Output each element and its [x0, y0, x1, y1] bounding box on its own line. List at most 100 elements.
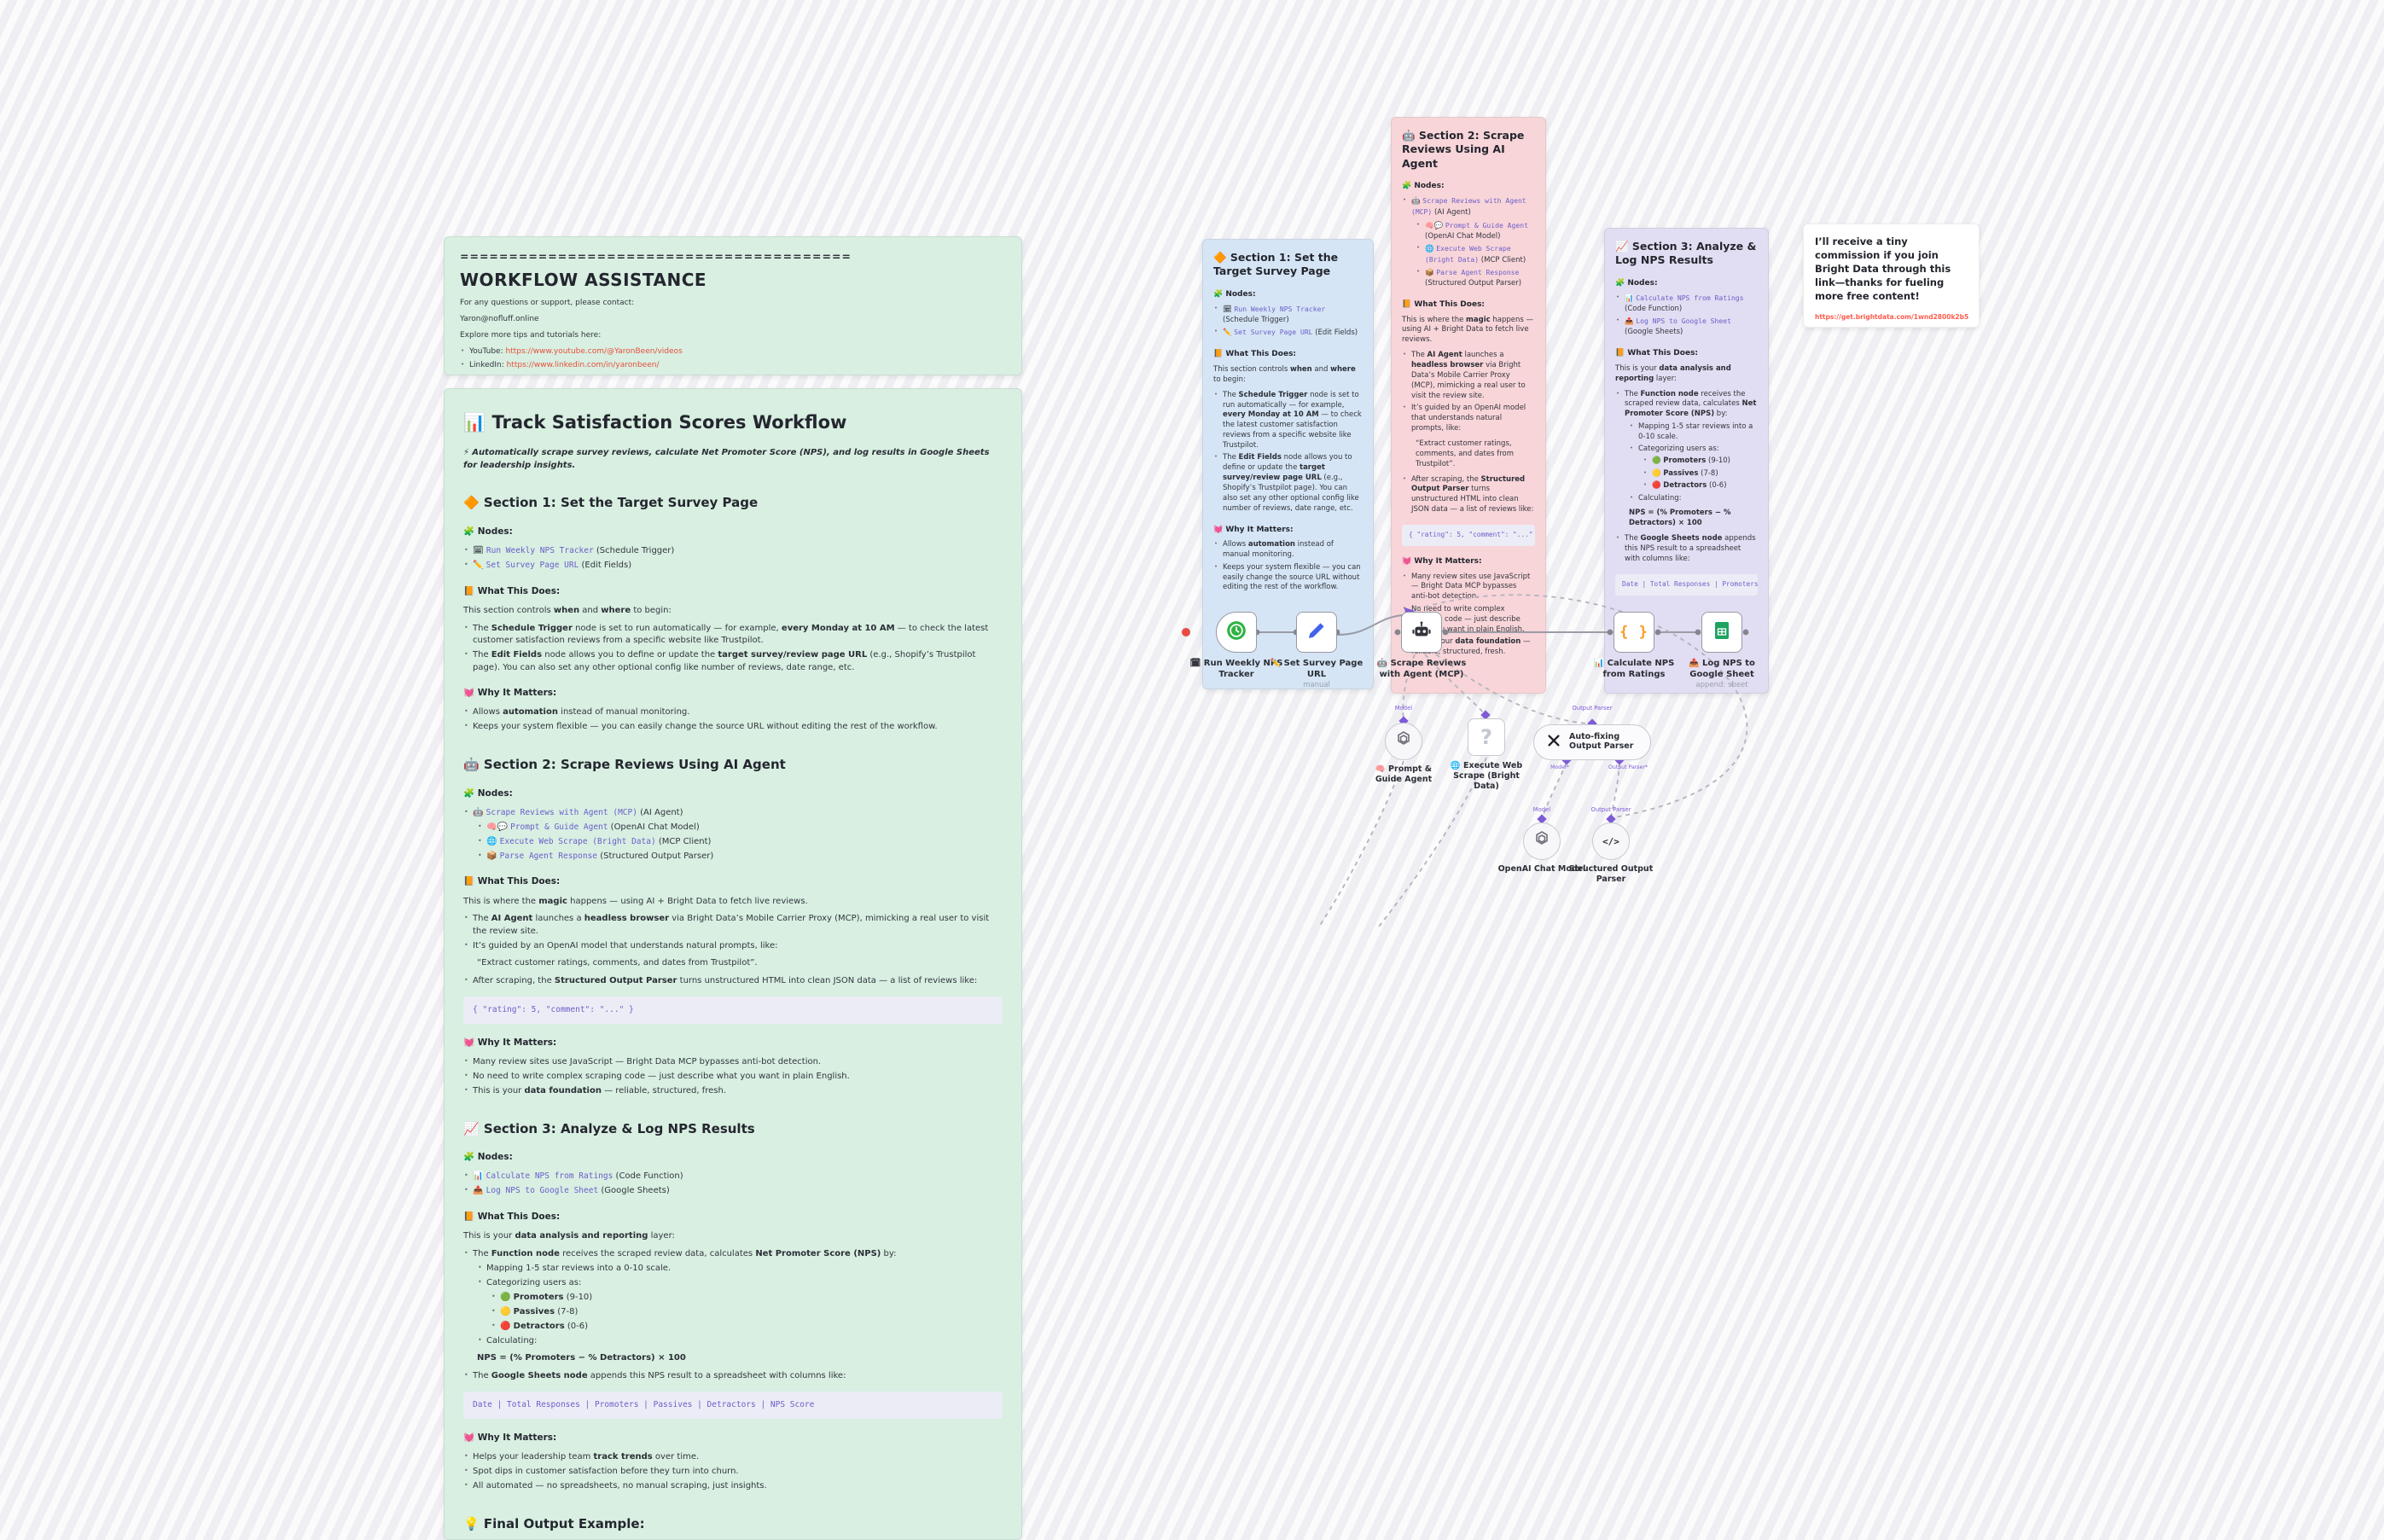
note-block-eq2: ========================================	[475, 373, 1006, 375]
note-block-li: Many review sites use JavaScript — Brigh…	[1402, 572, 1535, 603]
port-label-output-parser-required: Output Parser*	[1608, 764, 1648, 770]
note-block-h2: 🤖 Section 2: Scrape Reviews Using AI Age…	[1402, 129, 1525, 170]
note-block-h3: 📙 What This Does:	[463, 1211, 561, 1222]
google-sheets-icon	[1712, 620, 1732, 644]
note-block-h2: 🔶 Section 1: Set the Target Survey Page	[463, 495, 759, 511]
subnode-label-execute-web-scrape: 🌐 Execute Web Scrape (Bright Data)	[1450, 761, 1523, 791]
note-block-li: Keeps your system flexible — you can eas…	[463, 721, 1003, 734]
pencil-icon	[1306, 620, 1327, 644]
node-label-edit-fields: ✏️ Set Survey Page URL manual	[1270, 659, 1364, 689]
subnode-autofixing-output-parser[interactable]: Auto-fixing Output Parser	[1533, 724, 1651, 760]
note-block-h3: 📙 What This Does:	[1615, 349, 1699, 358]
note-block-eq: ========================================	[460, 250, 852, 263]
note-block-li: The Function node receives the scraped r…	[1615, 390, 1758, 421]
note-block-p: This section controls when and where to …	[463, 606, 672, 616]
note-block-p: Explore more tips and tutorials here:	[460, 331, 602, 340]
subnode-structured-output-parser[interactable]: </>	[1592, 822, 1630, 860]
sticky-note-section2[interactable]: 🤖 Section 2: Scrape Reviews Using AI Age…	[1391, 117, 1546, 694]
note-block-h2: 📈 Section 3: Analyze & Log NPS Results	[463, 1120, 755, 1136]
note-block-pi: ⚡ Automatically scrape survey reviews, c…	[463, 448, 990, 470]
note-block-li: Helps your leadership team track trends …	[463, 1451, 1003, 1464]
note-block-li: The Schedule Trigger node is set to run …	[463, 623, 1003, 648]
note-block-li: 🤖 Scrape Reviews with Agent (MCP) (AI Ag…	[463, 807, 1003, 820]
note-block-h3: 💓 Why It Matters:	[1213, 525, 1294, 534]
note-block-p: This is where the magic happens — using …	[1402, 315, 1534, 345]
note-block-h3: 💓 Why It Matters:	[463, 1432, 557, 1443]
note-block-li: Many review sites use JavaScript — Brigh…	[463, 1056, 1003, 1069]
note-block-p: This is your data analysis and reporting…	[1615, 363, 1731, 383]
note-block-li: 🔴 Detractors (0-6)	[1643, 481, 1758, 491]
note-block-h3: 🧩 Nodes:	[463, 526, 513, 538]
sticky-note-main-doc[interactable]: 📊 Track Satisfaction Scores Workflow ⚡ Au…	[444, 388, 1022, 1540]
note-block-li: The AI Agent launches a headless browser…	[463, 913, 1003, 938]
subnode-openai-chat-model-agent[interactable]	[1385, 723, 1422, 760]
note-block-p: “Extract customer ratings, comments, and…	[1416, 439, 1514, 468]
note-block-p: This is your data analysis and reporting…	[463, 1231, 675, 1241]
subnode-mcp-client-unknown[interactable]: ?	[1468, 718, 1505, 756]
note-block-li: It’s guided by an OpenAI model that unde…	[463, 940, 1003, 953]
sticky-note-assistance[interactable]: ========================================…	[444, 236, 1022, 375]
note-block-li: It’s guided by an OpenAI model that unde…	[1402, 404, 1535, 434]
note-block-li: 🔴 Detractors (0-6)	[491, 1321, 1003, 1334]
subnode-openai-chat-model[interactable]	[1523, 822, 1561, 860]
note-block-h3: 🧩 Nodes:	[1213, 289, 1256, 299]
note-block-li: 🗓 Run Weekly NPS Tracker (Schedule Trigg…	[1213, 305, 1363, 326]
note-block-h3: 💓 Why It Matters:	[463, 1037, 557, 1048]
note-block-li: All automated — no spreadsheets, no manu…	[463, 1480, 1003, 1493]
affiliate-link[interactable]: https://get.brightdata.com/1wnd2800k2b5	[1815, 313, 1969, 322]
port-label-model-2: Model	[1532, 806, 1551, 813]
note-block-h3: 🧩 Nodes:	[463, 1152, 513, 1163]
note-block-p: NPS = (% Promoters − % Detractors) × 100	[1629, 508, 1731, 528]
note-block-li: ✏️ Set Survey Page URL (Edit Fields)	[1213, 328, 1363, 339]
subnode-pill-label: Auto-fixing Output Parser	[1569, 732, 1634, 751]
note-block-p: Yaron@nofluff.online	[460, 315, 539, 324]
note-block-li: 🤖 Scrape Reviews with Agent (MCP) (AI Ag…	[1402, 196, 1535, 218]
port-label-model-required: Model*	[1550, 764, 1569, 770]
note-block-p: For any questions or support, please con…	[460, 299, 635, 308]
note-block-cb: Date | Total Responses | Promoters | Pas…	[1615, 573, 1758, 596]
note-block-li: 🟡 Passives (7-8)	[491, 1306, 1003, 1319]
note-block-cb: { "rating": 5, "comment": "..." }	[1402, 525, 1535, 546]
node-code-function[interactable]: { }	[1614, 612, 1654, 653]
note-block-li: After scraping, the Structured Output Pa…	[463, 975, 1003, 988]
note-block-h3: 💓 Why It Matters:	[463, 688, 557, 699]
code-tag-icon: </>	[1602, 835, 1619, 847]
note-block-li: Calculating:	[1629, 494, 1758, 504]
note-block-li: No need to write complex scraping code —…	[463, 1071, 1003, 1084]
note-block-li: The Function node receives the scraped r…	[463, 1248, 1003, 1261]
question-mark-icon: ?	[1480, 725, 1492, 749]
note-block-li: This is your data foundation — reliable,…	[463, 1085, 1003, 1098]
node-ai-agent[interactable]	[1401, 612, 1442, 653]
crossed-tools-icon	[1545, 732, 1562, 753]
note-block-h2: 📈 Section 3: Analyze & Log NPS Results	[1615, 240, 1757, 267]
note-block-li: 🌐 Execute Web Scrape (Bright Data) (MCP …	[477, 836, 1003, 849]
sticky-note-affiliate[interactable]: I’ll receive a tiny commission if you jo…	[1803, 224, 1980, 328]
note-block-li: The Edit Fields node allows you to defin…	[463, 649, 1003, 674]
note-block-h3: 🧩 Nodes:	[463, 787, 513, 799]
note-block-li: Spot dips in customer satisfaction befor…	[463, 1466, 1003, 1479]
note-block-h2: 🔶 Section 1: Set the Target Survey Page	[1213, 251, 1339, 278]
note-block-h1: 📊 Track Satisfaction Scores Workflow	[463, 412, 847, 433]
note-block-h3: 📙 What This Does:	[463, 876, 561, 887]
note-block-li: 📤 Log NPS to Google Sheet (Google Sheets…	[463, 1185, 1003, 1198]
note-block-p: NPS = (% Promoters − % Detractors) × 100	[477, 1353, 686, 1363]
note-block-h1: WORKFLOW ASSISTANCE	[460, 270, 707, 291]
note-block-li: The Google Sheets node appends this NPS …	[1615, 534, 1758, 565]
note-block-li: ✏️ Set Survey Page URL (Edit Fields)	[463, 560, 1003, 572]
node-google-sheets[interactable]	[1701, 612, 1742, 653]
node-edit-fields[interactable]	[1296, 612, 1337, 653]
note-block-h3: 💓 Why It Matters:	[1402, 557, 1482, 566]
note-block-h3: 🧩 Nodes:	[1615, 278, 1658, 288]
node-label-code-function: 📊 Calculate NPS from Ratings	[1593, 659, 1675, 679]
note-block-p: This section controls when and where to …	[1213, 364, 1356, 384]
note-block-h3: 📙 What This Does:	[1402, 299, 1486, 309]
note-block-li: The Schedule Trigger node is set to run …	[1213, 391, 1363, 451]
note-block-li: Mapping 1-5 star reviews into a 0-10 sca…	[477, 1263, 1003, 1276]
note-block-li: 📊 Calculate NPS from Ratings (Code Funct…	[1615, 293, 1758, 315]
node-schedule-trigger[interactable]	[1216, 612, 1257, 653]
note-block-li: LinkedIn: https://www.linkedin.com/in/ya…	[460, 360, 1006, 371]
port-label-output-parser: Output Parser	[1572, 705, 1613, 712]
note-block-li: 🌐 Execute Web Scrape (Bright Data) (MCP …	[1416, 244, 1535, 266]
